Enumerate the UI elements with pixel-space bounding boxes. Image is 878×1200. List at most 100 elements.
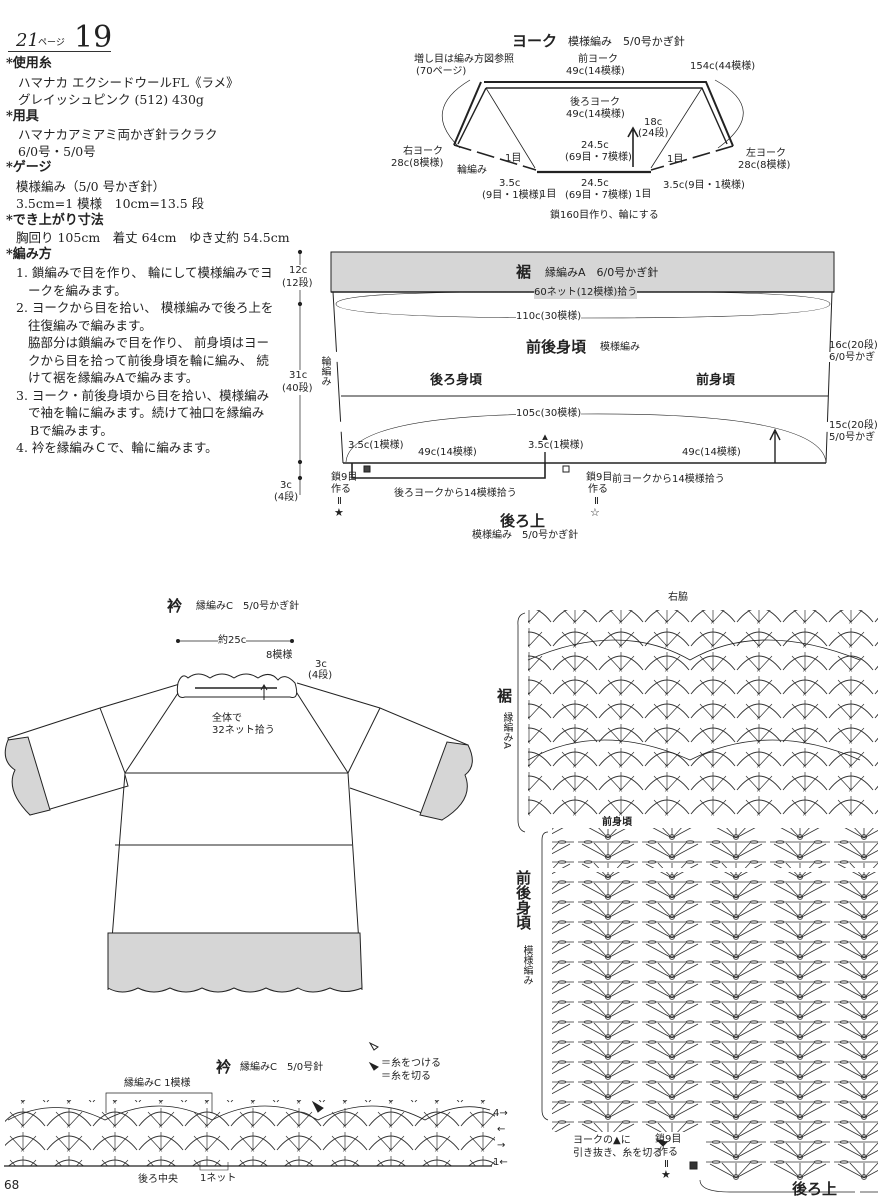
one-stitch-label: 1目 [540, 189, 557, 200]
collar-title: 衿 [167, 597, 183, 615]
gauge-line: 3.5cm=1 模様 10cm=13.5 段 [16, 196, 205, 211]
increase-note: 増し目は編み方図参照 [414, 54, 514, 65]
step-line: ークを編みます。 [28, 283, 127, 298]
chain-label: Ⅱ [337, 496, 342, 507]
yoke-diagram [442, 79, 744, 174]
step-line: 2. ヨークから目を拾い、 模様編みで後ろ上を [16, 300, 274, 315]
row-marker: 1← [493, 1157, 508, 1168]
right-yoke-label: 右ヨーク [403, 146, 443, 157]
hem-chart-title: 裾 [497, 687, 513, 705]
step-line: Bで編みます。 [30, 423, 113, 438]
dim-16-hook: 6/0号かぎ [829, 352, 876, 363]
back-pickup: 後ろヨークから14模様拾う [394, 488, 517, 499]
pattern-number: 19 [74, 20, 113, 55]
size-heading: *でき上がり寸法 [6, 213, 104, 228]
yoke-total: 154c(44模様) [690, 61, 756, 72]
step-line: クから目を拾って前後身頃を輪に編み、 続 [28, 353, 269, 368]
chain-note: 鎖160目作り、輪にする [550, 210, 659, 221]
step-line: 3. ヨーク・前後身頃から目を拾い、模様編み [16, 388, 270, 403]
dim-3: 3c [280, 480, 292, 491]
collar-chart [4, 1041, 495, 1171]
star-mark: ☆ [590, 506, 600, 519]
width-105: 105c(30模様) [516, 408, 582, 420]
hem-pickup: 60ネット(12模様)拾う [534, 287, 638, 299]
inner-bottom-stitches: (69目・7模様) [565, 190, 632, 201]
chain-label: 作る [658, 1147, 678, 1158]
repeat-label: 縁編みC 1模様 [124, 1078, 191, 1089]
hem-title: 裾 [516, 263, 532, 281]
front-yoke-size: 49c(14模様) [566, 66, 625, 77]
hem-chart-subtitle: 縁編みA [501, 712, 512, 749]
chain-label: 鎖9目 [586, 472, 613, 483]
collar-pickup: 32ネット拾う [212, 725, 275, 736]
body-chart-title: 前後身頃 [514, 870, 532, 930]
step-line: 1. 鎖編みで目を作り、 輪にして模様編みでヨ [16, 265, 273, 280]
yoke-join-note: 引き抜き、糸を切る [573, 1148, 663, 1159]
hem-subtitle: 縁編みA 6/0号かぎ針 [545, 266, 659, 279]
tools-heading: *用具 [6, 109, 39, 124]
page-number: 68 [4, 1178, 20, 1192]
step-line: けて裾を縁編みAで編みます。 [28, 370, 199, 385]
yarn-line: ハマナカ エクシードウールFL《ラメ》 [18, 75, 239, 90]
dim-12: 12c [289, 265, 308, 277]
collar-motifs: 8模様 [266, 650, 293, 661]
method-heading: *編み方 [6, 247, 52, 262]
collar-chart-title: 衿 [216, 1058, 232, 1076]
collar-subtitle: 縁編みC 5/0号かぎ針 [196, 601, 300, 612]
yoke-height: 18c [644, 117, 663, 128]
legend-cut-yarn: ＝糸を切る [381, 1071, 431, 1082]
step-line: 4. 衿を縁編みＣで、輪に編みます。 [16, 440, 218, 455]
seg-3-5: 3.5c(1模様) [528, 440, 584, 452]
hem-width: 110c(30模様) [516, 311, 582, 323]
step-line: 脇部分は鎖編みで目を作り、 前身頃はヨー [28, 335, 269, 350]
yoke-join-note: ヨークの▲に [573, 1135, 631, 1146]
dim-31: 31c [289, 370, 308, 382]
collar-pickup: 全体で [212, 713, 242, 724]
back-body-label: 後ろ身頃 [430, 373, 483, 388]
step-line: 往復編みで編みます。 [28, 318, 152, 333]
yarn-line: グレイッシュピンク (512) 430g [18, 92, 204, 107]
yarn-heading: *使用糸 [6, 56, 52, 71]
legend-attach-yarn: ＝糸をつける [381, 1058, 441, 1069]
step-line: で袖を輪に編みます。続けて袖口を縁編み [28, 405, 265, 420]
collar-width: 約25c [218, 635, 247, 647]
header-rule [8, 51, 111, 52]
front-pickup: 前ヨークから14模様拾う [612, 474, 725, 485]
corner-right-size: 3.5c(9目・1模様) [663, 180, 745, 191]
dim-12-rows: (12段) [282, 278, 313, 290]
net-label: 1ネット [200, 1173, 237, 1184]
size-line: 胸回り 105cm 着丈 64cm ゆき丈約 54.5cm [16, 230, 290, 245]
dim-15-hook: 5/0号かぎ [829, 432, 876, 443]
row-marker: → [497, 1140, 506, 1151]
star-mark: ★ [334, 506, 344, 519]
tools-line: ハマナカアミアミ両かぎ針ラクラク [18, 127, 218, 142]
chain-label: Ⅱ [664, 1159, 669, 1170]
one-stitch-label: 1目 [635, 189, 652, 200]
front-yoke-label: 前ヨーク [578, 54, 618, 65]
back-yoke-label: 後ろヨーク [570, 97, 620, 108]
dim-15: 15c(20段) [829, 420, 878, 431]
chain-label: Ⅱ [594, 496, 599, 507]
yoke-rows: (24段) [638, 128, 669, 139]
one-stitch-label: 1目 [667, 154, 684, 165]
body-subtitle: 模様編み [600, 342, 640, 353]
inner-bottom-size: 24.5c [581, 178, 609, 189]
one-stitch-label: 1目 [505, 153, 522, 164]
body-title: 前後身頃 [526, 338, 587, 356]
stitch-chart [517, 610, 878, 1193]
tools-line: 6/0号・5/0号 [18, 144, 96, 159]
yoke-title: ヨーク [512, 32, 558, 50]
inner-top-size: 24.5c [581, 140, 609, 151]
collar-height: 3c [315, 659, 327, 670]
back-yoke-size: 49c(14模様) [566, 109, 625, 120]
seg-49: 49c(14模様) [418, 447, 477, 459]
body-chart-subtitle: 模様編み [521, 945, 532, 985]
collar-rows: (4段) [308, 670, 333, 681]
row-marker: ← [497, 1124, 506, 1135]
round-label: 輪編み [457, 165, 487, 176]
collar-chart-subtitle: 縁編みC 5/0号針 [240, 1062, 324, 1073]
inner-top-stitches: (69目・7模様) [565, 152, 632, 163]
seg-49: 49c(14模様) [682, 447, 741, 459]
back-upper-chart-label: 後ろ上 [792, 1180, 838, 1198]
